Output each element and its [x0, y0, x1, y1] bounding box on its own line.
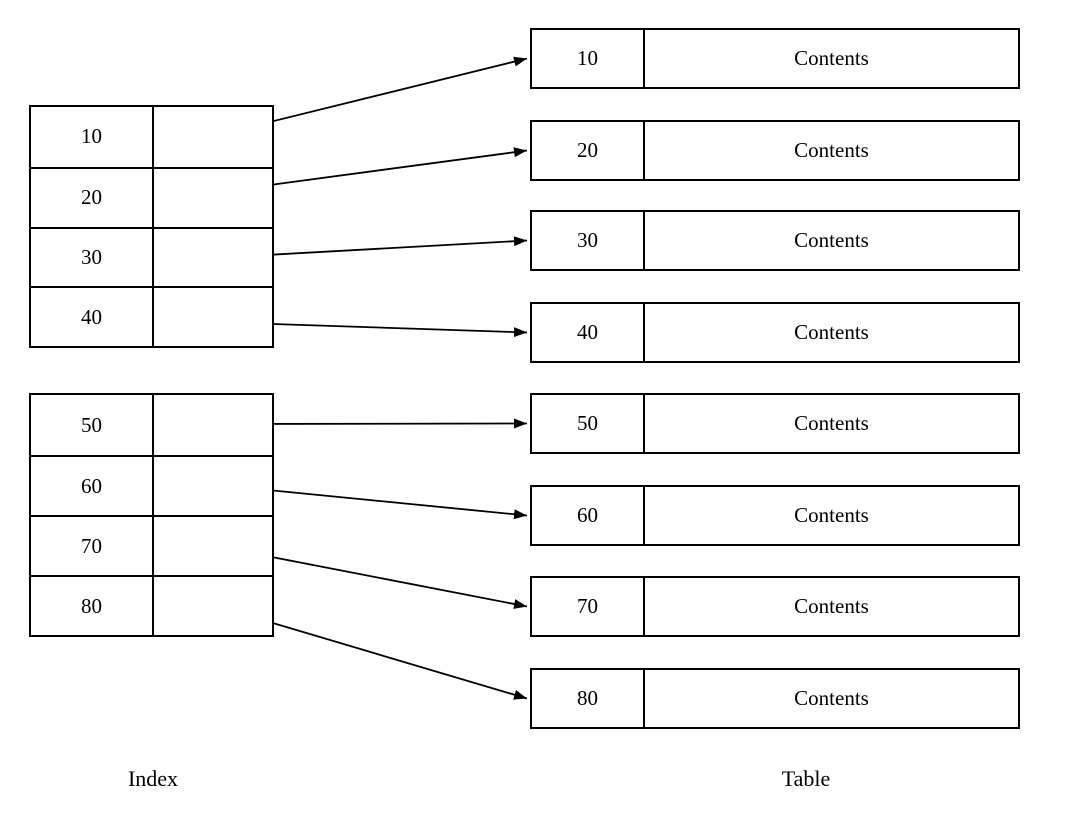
index-key-cell: 20: [31, 166, 152, 227]
index-key-cell: 80: [31, 575, 152, 635]
index-pointer-cell: [152, 575, 272, 635]
table-contents-cell: Contents: [794, 46, 869, 70]
index-key-cell: 50: [81, 412, 102, 437]
index-pointer-cell: [152, 226, 272, 287]
table-row: 70 Contents: [530, 576, 1020, 637]
table-contents-cell: Contents: [794, 411, 869, 435]
table-key-cell: 60: [532, 487, 645, 544]
table-contents-cell: Contents: [794, 686, 869, 710]
index-pointer-cell: [152, 107, 272, 167]
table-key-cell: 10: [532, 30, 645, 87]
table-row: 40 Contents: [530, 302, 1020, 363]
index-block-2: 50 60 70 80: [29, 393, 274, 637]
table-row: 80 Contents: [530, 668, 1020, 729]
index-pointer-cell: [152, 395, 272, 455]
table-contents-cell: Contents: [794, 320, 869, 344]
index-pointer-cell: [152, 515, 272, 575]
index-pointer-cell: [152, 286, 272, 346]
table-row: 30 Contents: [530, 210, 1020, 271]
index-block-1: 10 20 30 40: [29, 105, 274, 348]
index-key-cell: 30: [31, 226, 152, 287]
table-key-cell: 50: [532, 395, 645, 452]
table-contents-cell: Contents: [794, 138, 869, 162]
table-contents-cell: Contents: [794, 228, 869, 252]
index-pointer-cell: [152, 166, 272, 227]
table-label: Table: [781, 766, 831, 791]
table-key-cell: 30: [532, 212, 645, 269]
table-row: 50 Contents: [530, 393, 1020, 454]
table-contents-cell: Contents: [794, 503, 869, 527]
table-key-cell: 40: [532, 304, 645, 361]
table-key-cell: 70: [532, 578, 645, 635]
table-contents-cell: Contents: [794, 594, 869, 618]
table-key-cell: 80: [532, 670, 645, 727]
index-label: Index: [127, 766, 179, 791]
table-row: 60 Contents: [530, 485, 1020, 546]
table-key-cell: 20: [532, 122, 645, 179]
index-pointer-cell: [152, 455, 272, 515]
index-key-cell: 10: [81, 124, 102, 149]
index-key-cell: 60: [31, 455, 152, 515]
table-row: 10 Contents: [530, 28, 1020, 89]
index-key-cell: 70: [31, 515, 152, 575]
index-key-cell: 40: [31, 286, 152, 346]
table-row: 20 Contents: [530, 120, 1020, 181]
